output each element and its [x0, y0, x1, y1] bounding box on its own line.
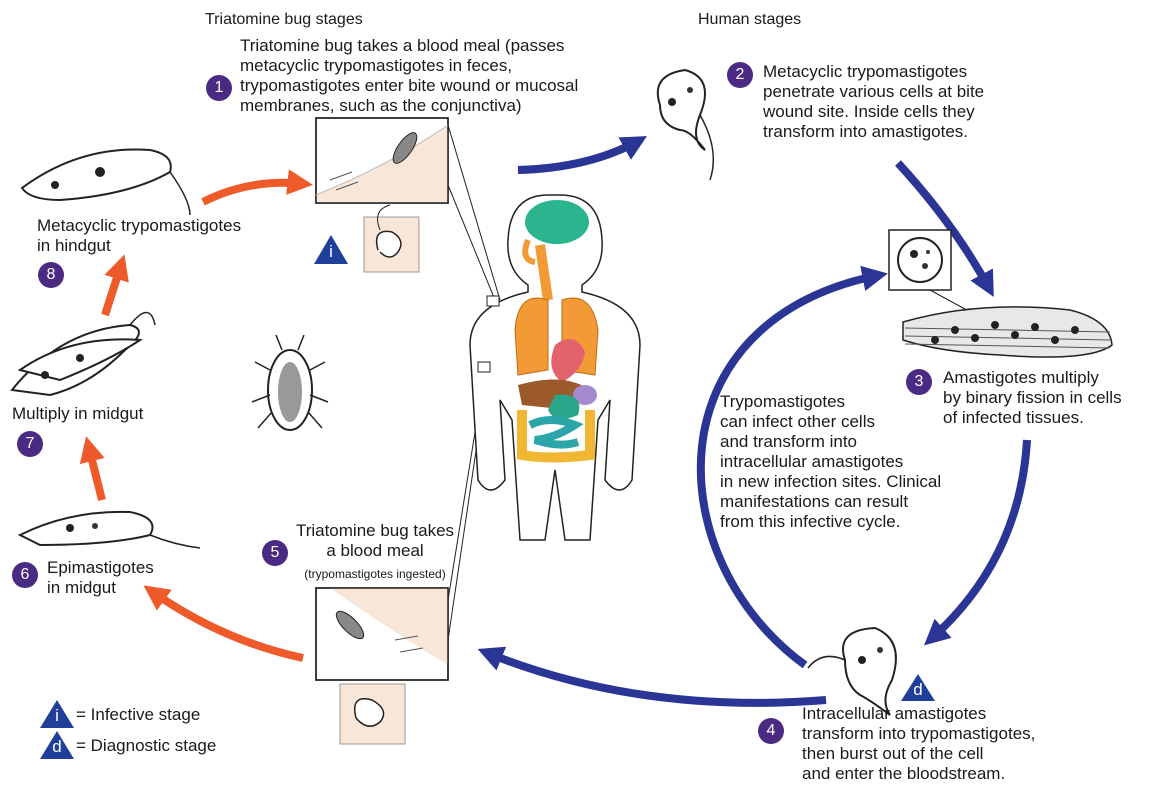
step-8-number: 8 — [38, 262, 64, 288]
arrow-meal-to-epimastigotes — [150, 590, 303, 658]
step-6-text: Epimastigotes in midgut — [47, 558, 154, 598]
bug-stages-header: Triatomine bug stages — [205, 10, 363, 30]
arrow-hindgut-to-bite — [203, 183, 305, 202]
step-5-text: Triatomine bug takes a blood meal — [275, 521, 475, 561]
metacyclic-trypomastigote-human — [658, 70, 714, 180]
step-1-text: Triatomine bug takes a blood meal (passe… — [240, 36, 578, 116]
epimastigote-midgut — [20, 512, 200, 548]
arrow-tissue-to-bloodstream — [930, 440, 1027, 640]
human-stages-header: Human stages — [698, 10, 801, 30]
metacyclic-trypomastigote-hindgut — [22, 149, 190, 215]
dividing-parasites-midgut — [12, 313, 155, 396]
triatomine-bug-illustration — [252, 335, 328, 430]
step-8-text: Metacyclic trypomastigotes in hindgut — [37, 216, 241, 256]
step-5-subtext: (trypomastigotes ingested) — [275, 567, 475, 581]
step-3-text: Amastigotes multiply by binary fission i… — [943, 368, 1122, 428]
amastigote-cell-inset — [889, 230, 985, 320]
arrow-bloodstream-to-bite — [485, 652, 826, 703]
arrow-epi-to-midgut — [88, 444, 102, 500]
brain-organ — [525, 200, 589, 244]
step-6-number: 6 — [12, 562, 38, 588]
step-4-number: 4 — [758, 718, 784, 744]
legend-diagnostic-marker: d — [40, 737, 74, 757]
diagnostic-marker-label: d — [901, 680, 935, 700]
step-7-number: 7 — [17, 431, 43, 457]
arrow-bite-to-cells — [518, 140, 640, 170]
step-7-text: Multiply in midgut — [12, 404, 143, 424]
step-1-number: 1 — [206, 75, 232, 101]
legend-infective-marker: i — [40, 706, 74, 726]
bite-panel-bottom — [316, 588, 448, 744]
reinfection-cycle-note: Trypomastigotes can infect other cells a… — [720, 392, 941, 532]
human-body-figure — [470, 195, 640, 540]
legend-diagnostic-label: = Diagnostic stage — [76, 736, 216, 756]
arrow-midgut-to-hindgut — [105, 262, 122, 315]
legend-infective-label: = Infective stage — [76, 705, 200, 725]
infective-marker-label: i — [314, 242, 348, 262]
step-2-text: Metacyclic trypomastigotes penetrate var… — [763, 62, 984, 142]
step-2-number: 2 — [727, 62, 753, 88]
step-4-text: Intracellular amastigotes transform into… — [802, 704, 1035, 784]
infected-tissue — [903, 307, 1112, 357]
